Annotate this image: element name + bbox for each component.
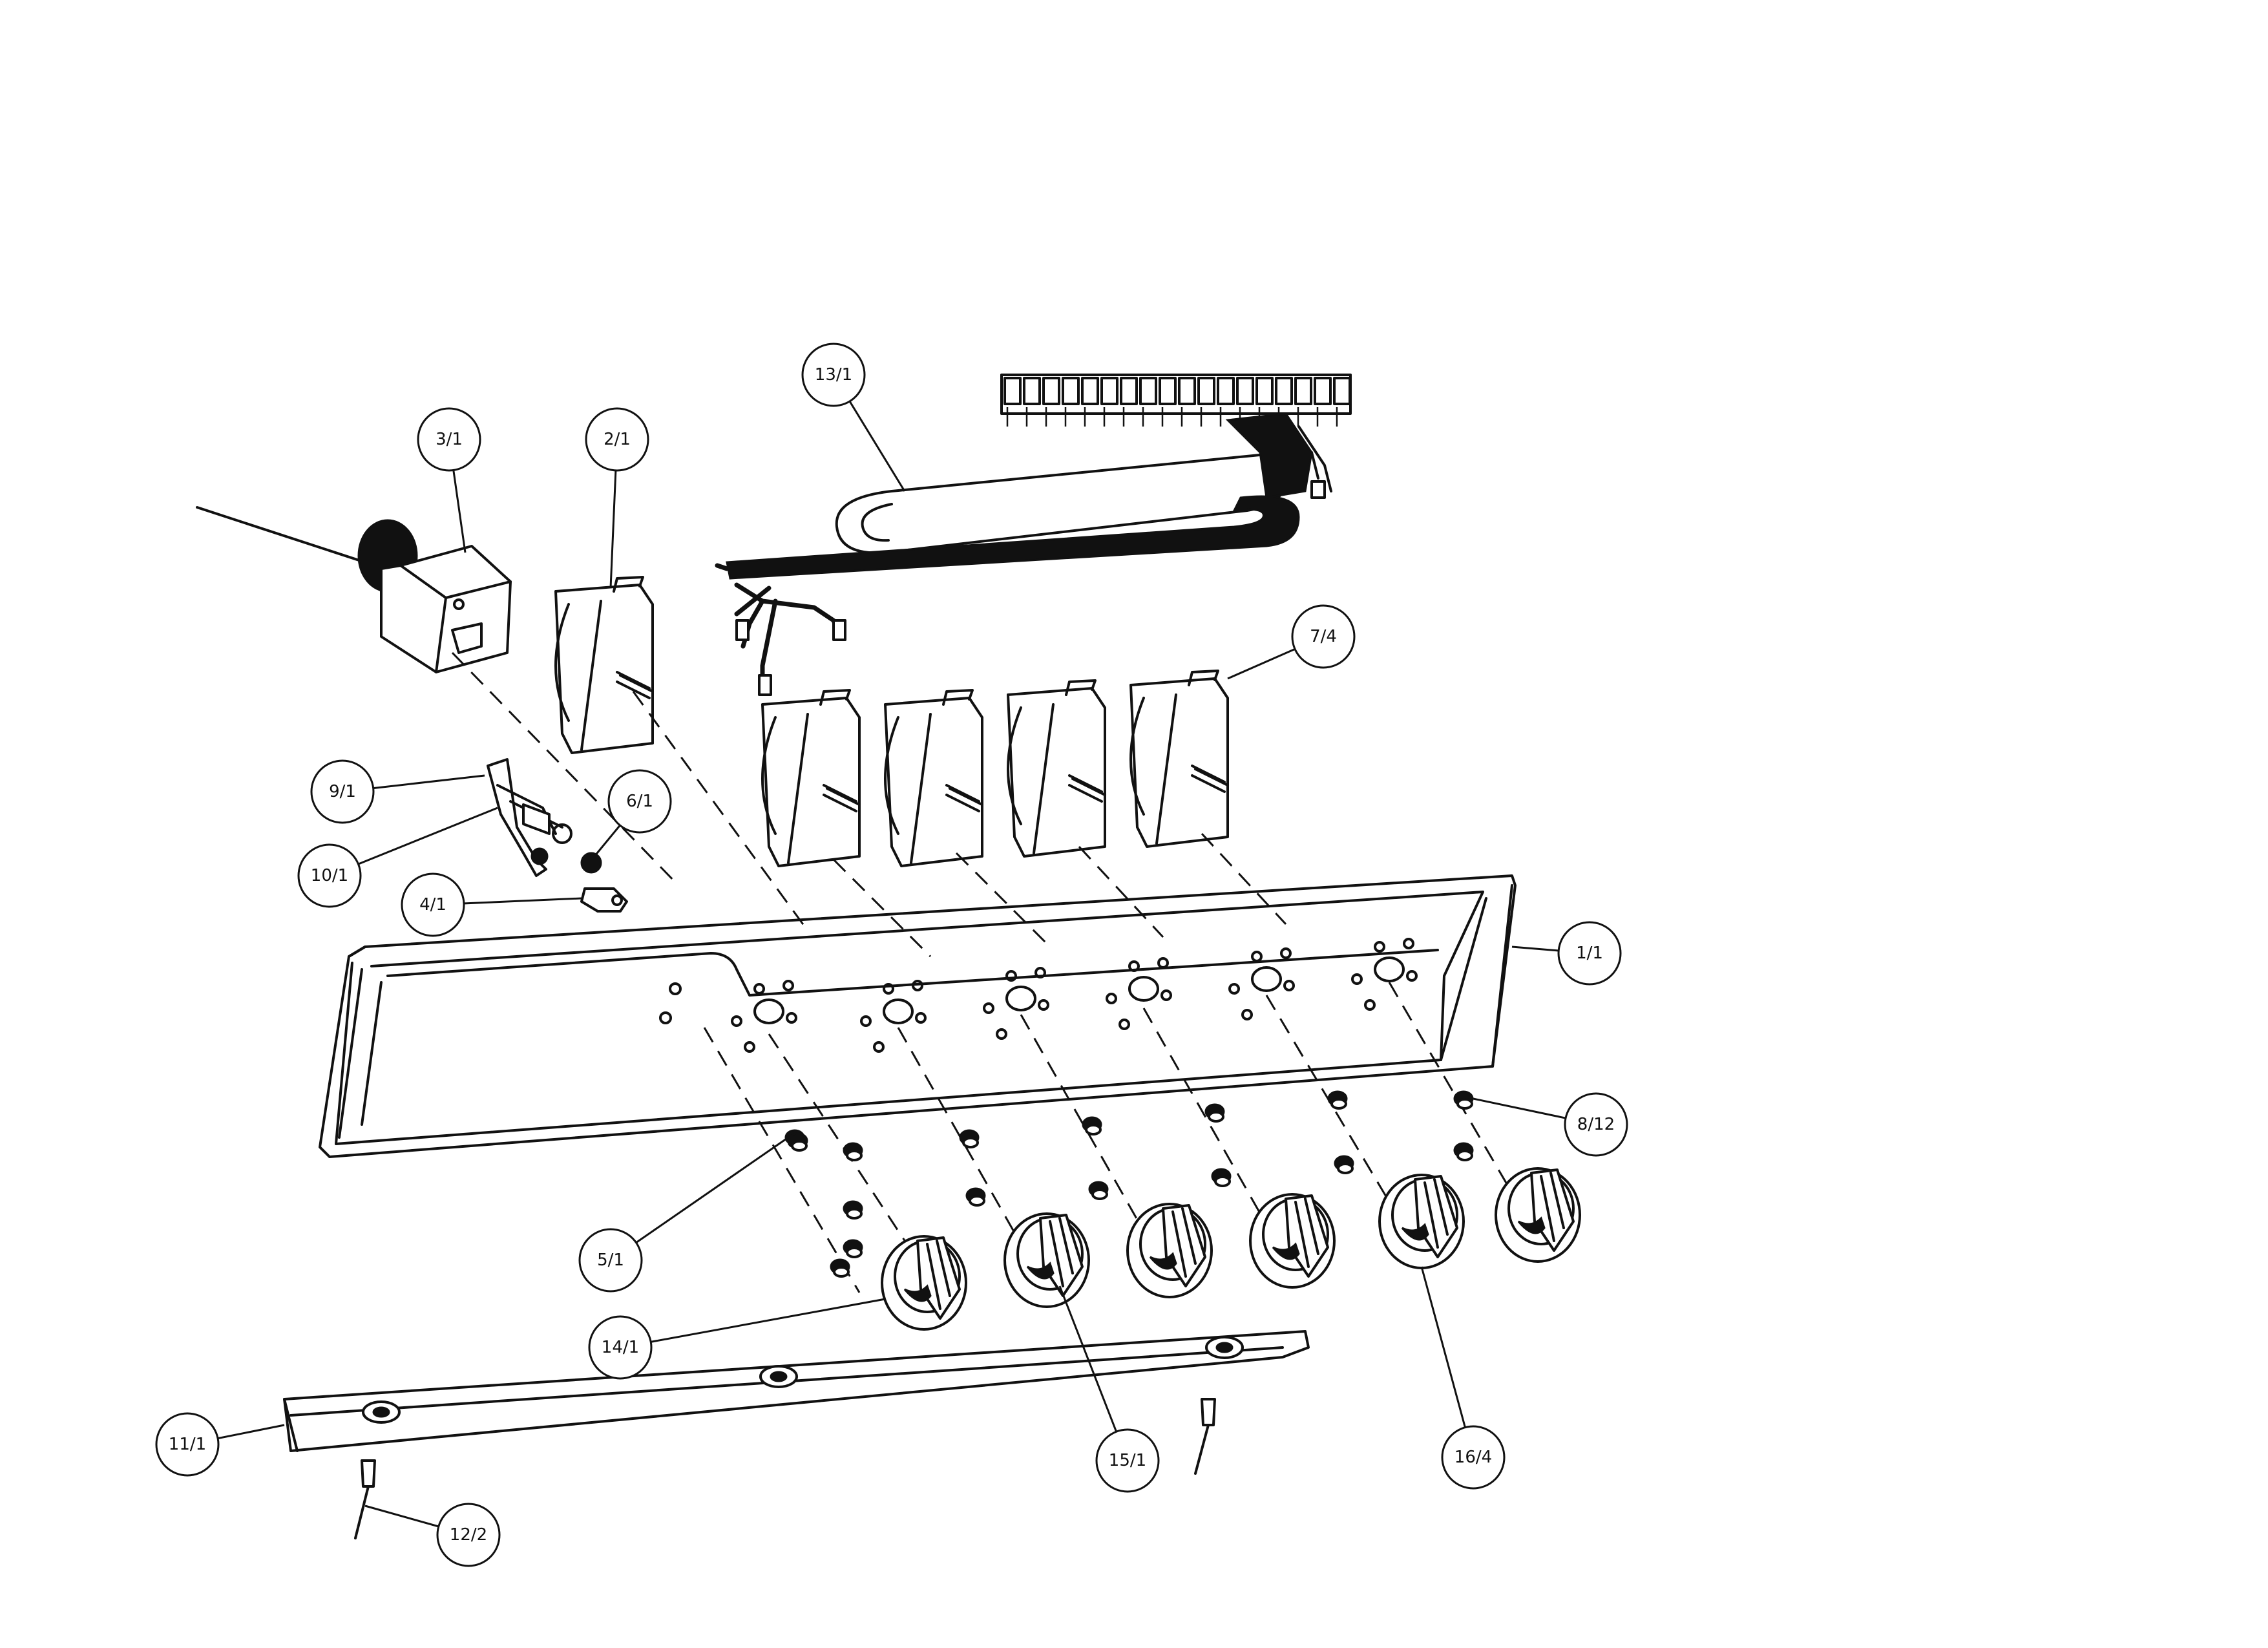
switch-3 [884,689,983,867]
switch-5 [1129,670,1229,848]
callout-c9: 9/1 [310,759,485,824]
callout-label: 9/1 [329,782,356,801]
knob-3 [1126,1203,1213,1298]
callout-c1: 1/1 [1511,921,1622,986]
callout-c2: 2/1 [585,407,649,589]
callout-label: 16/4 [1454,1448,1492,1467]
knob-4 [1249,1193,1336,1289]
callout-c8: 8/12 [1473,1092,1628,1157]
wiring-harness [715,374,1352,696]
callout-label: 7/4 [1310,627,1337,646]
rivets [354,1398,1216,1539]
control-knobs [881,1167,1581,1331]
switch-1 [554,576,654,754]
callout-label: 1/1 [1576,944,1603,963]
callout-label: 13/1 [815,365,852,385]
igniter-assembly [487,758,572,877]
knob-1 [881,1235,967,1331]
callout-label: 4/1 [419,895,446,914]
knob-6 [1495,1167,1581,1263]
callout-c3: 3/1 [417,407,481,553]
callout-label: 14/1 [602,1338,639,1357]
thermostat-part [196,506,512,673]
callout-label: 6/1 [626,792,653,811]
callout-c11: 11/1 [155,1412,285,1477]
callout-c5: 5/1 [578,1136,789,1293]
callout-c6: 6/1 [593,769,672,857]
screws [784,1090,1474,1278]
callout-label: 12/2 [450,1525,487,1545]
callout-c4: 4/1 [401,872,582,937]
rotary-switches [554,576,1229,867]
callout-label: 8/12 [1577,1115,1615,1134]
callout-label: 11/1 [169,1435,206,1454]
callout-label: 10/1 [311,866,348,885]
callout-c13: 13/1 [801,343,906,492]
callout-c16: 16/4 [1420,1266,1506,1490]
control-panel [319,874,1517,1158]
callout-label: 5/1 [597,1251,624,1270]
neon-lamp [580,852,602,874]
knob-5 [1378,1174,1465,1269]
knob-2 [1003,1212,1090,1308]
switch-4 [1007,679,1106,858]
callout-label: 2/1 [604,430,631,449]
callout-label: 3/1 [436,430,463,449]
callout-c7: 7/4 [1227,604,1356,680]
callout-c12: 12/2 [364,1503,501,1567]
lower-trim-strip [283,1330,1310,1452]
callout-label: 15/1 [1109,1451,1146,1470]
bracket [580,887,628,913]
switch-2 [761,689,861,867]
callout-c15: 15/1 [1058,1285,1160,1493]
terminal-block [1000,374,1352,427]
callout-labels: 13/1 3/1 2/1 7/4 9/1 6/1 10/1 4/1 1/1 8/12 5/1 14/1… [155,343,1628,1567]
callout-c10: 10/1 [297,807,498,908]
callout-c14: 14/1 [588,1298,886,1380]
